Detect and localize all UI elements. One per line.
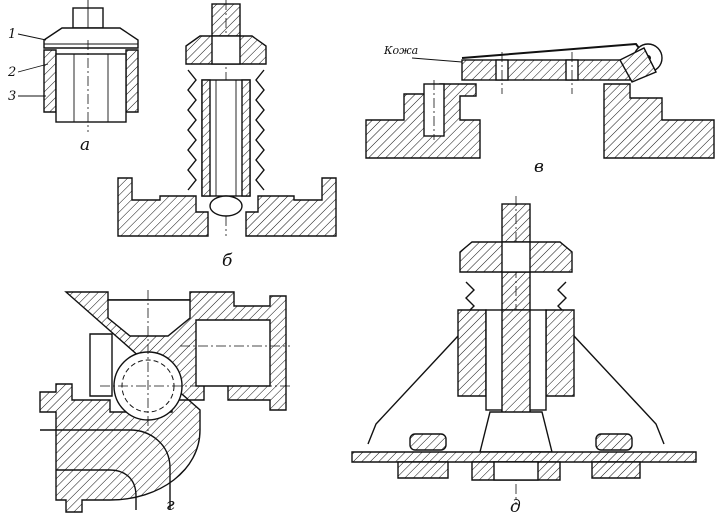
view-b: б <box>117 0 337 271</box>
caption-g: г <box>166 495 175 515</box>
valve-head <box>479 411 553 453</box>
view-v: Кожа в <box>365 42 715 177</box>
view-g: г <box>39 290 290 515</box>
label-leather: Кожа <box>383 44 418 57</box>
view-a: 1 2 3 а <box>7 0 139 155</box>
spring-right <box>255 69 265 191</box>
flap-plate <box>461 59 631 81</box>
label-part-3: 3 <box>8 89 16 104</box>
part-3-housing-left <box>43 49 57 113</box>
label-part-2: 2 <box>7 65 16 80</box>
body-right <box>603 83 715 159</box>
base-left <box>117 177 209 237</box>
part-3-housing-right <box>125 49 139 113</box>
base-right <box>245 177 337 237</box>
support-right <box>573 335 665 445</box>
view-d: д <box>351 196 697 517</box>
caption-a: а <box>80 135 90 155</box>
part-1-cap <box>43 27 139 49</box>
valve-ball <box>209 195 243 217</box>
support-left <box>367 335 459 445</box>
leather-strap <box>461 42 649 61</box>
base-plate <box>351 451 697 463</box>
caption-d: д <box>510 497 521 517</box>
guide-left <box>457 309 487 397</box>
body-left <box>365 83 481 159</box>
label-part-1: 1 <box>8 27 16 42</box>
part-2-sleeve <box>55 53 127 123</box>
bolt <box>423 83 445 137</box>
caption-b: б <box>222 251 233 271</box>
guide-right <box>545 309 575 397</box>
spring-left <box>187 69 197 191</box>
caption-v: в <box>534 157 544 177</box>
